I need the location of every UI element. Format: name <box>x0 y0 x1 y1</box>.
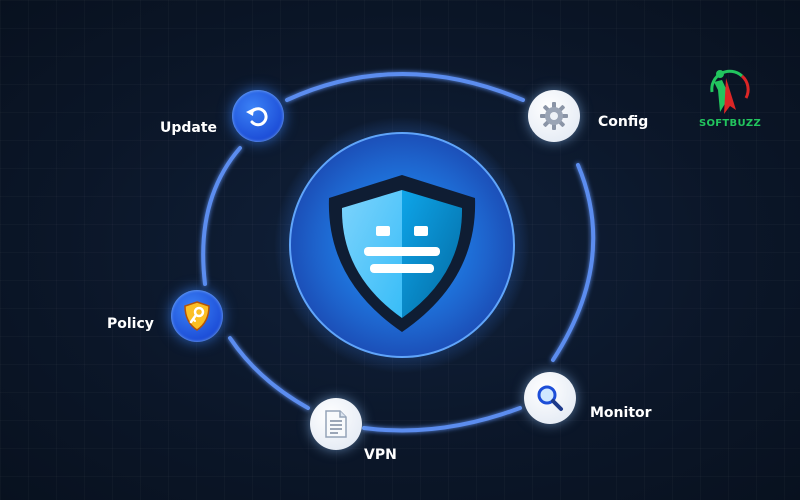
ring-arc-policy-update <box>201 146 242 286</box>
vpn-node[interactable] <box>310 398 362 450</box>
monitor-label: Monitor <box>590 405 652 421</box>
config-node[interactable] <box>528 90 580 142</box>
config-label: Config <box>598 114 649 130</box>
document-icon <box>325 410 347 438</box>
refresh-icon <box>246 107 268 127</box>
policy-node[interactable] <box>171 290 223 342</box>
ring-arc-vpn-policy <box>228 336 310 410</box>
policy-label: Policy <box>107 316 154 332</box>
vpn-label: VPN <box>364 447 397 463</box>
ring-arc-update-config <box>285 72 525 102</box>
update-label: Update <box>160 120 218 136</box>
ring-arc-monitor-vpn <box>362 406 522 433</box>
cycle-ring <box>201 72 596 433</box>
logo-wordmark: SOFTBUZZ <box>699 118 761 129</box>
shield-key-icon <box>184 301 210 331</box>
gear-icon <box>540 102 568 130</box>
softbuzz-logo: SOFTBUZZ <box>690 62 770 132</box>
magnifier-icon <box>537 385 563 411</box>
shield-icon <box>328 175 476 332</box>
logo-mark-icon <box>710 69 750 114</box>
ring-arc-config-monitor <box>551 163 596 362</box>
update-node[interactable] <box>232 90 284 142</box>
monitor-node[interactable] <box>524 372 576 424</box>
